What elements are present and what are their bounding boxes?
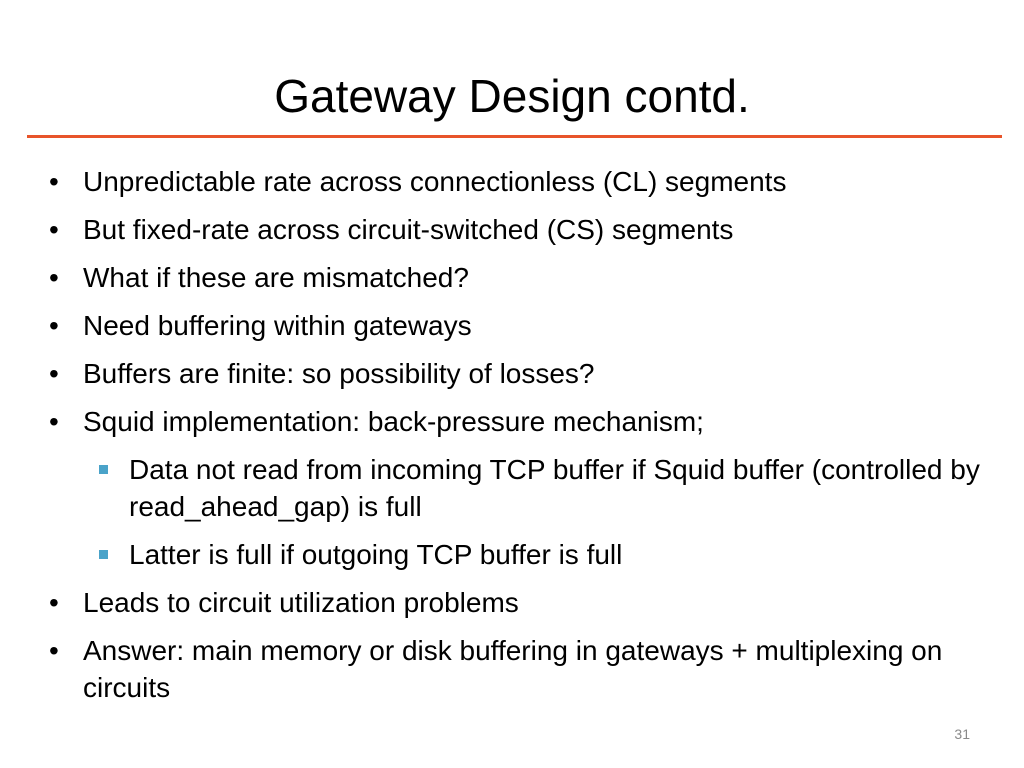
bullet-text: But fixed-rate across circuit-switched (… xyxy=(83,214,734,245)
bullet-dot-icon: • xyxy=(49,406,59,437)
bullet-dot-icon: • xyxy=(49,358,59,389)
bullet-item: • Squid implementation: back-pressure mec… xyxy=(46,403,996,440)
bullet-item: • But fixed-rate across circuit-switched … xyxy=(46,211,996,248)
bullet-item: • What if these are mismatched? xyxy=(46,259,996,296)
bullet-text: Squid implementation: back-pressure mech… xyxy=(83,406,704,437)
bullet-item: • Buffers are finite: so possibility of l… xyxy=(46,355,996,392)
square-bullet-icon xyxy=(99,465,108,474)
bullet-dot-icon: • xyxy=(49,310,59,341)
bullet-item: • Leads to circuit utilization problems xyxy=(46,584,996,621)
bullet-text: Need buffering within gateways xyxy=(83,310,472,341)
slide-title: Gateway Design contd. xyxy=(274,70,750,122)
bullet-text: Latter is full if outgoing TCP buffer is… xyxy=(129,539,623,570)
bullet-item: • Answer: main memory or disk buffering i… xyxy=(46,632,996,706)
bullet-dot-icon: • xyxy=(49,635,59,666)
bullet-list: • Unpredictable rate across connectionles… xyxy=(46,163,996,717)
bullet-dot-icon: • xyxy=(49,214,59,245)
title-underline-rule xyxy=(27,135,1002,138)
bullet-text: Data not read from incoming TCP buffer i… xyxy=(129,454,980,522)
bullet-text: Unpredictable rate across connectionless… xyxy=(83,166,787,197)
square-bullet-icon xyxy=(99,550,108,559)
bullet-text: Answer: main memory or disk buffering in… xyxy=(83,635,943,703)
bullet-dot-icon: • xyxy=(49,262,59,293)
bullet-text: Buffers are finite: so possibility of lo… xyxy=(83,358,595,389)
bullet-item: • Need buffering within gateways xyxy=(46,307,996,344)
sub-bullet-item: Latter is full if outgoing TCP buffer is… xyxy=(46,536,996,573)
bullet-dot-icon: • xyxy=(49,587,59,618)
slide-number: 31 xyxy=(954,726,970,742)
bullet-text: Leads to circuit utilization problems xyxy=(83,587,519,618)
bullet-dot-icon: • xyxy=(49,166,59,197)
bullet-text: What if these are mismatched? xyxy=(83,262,469,293)
sub-bullet-item: Data not read from incoming TCP buffer i… xyxy=(46,451,996,525)
bullet-item: • Unpredictable rate across connectionles… xyxy=(46,163,996,200)
